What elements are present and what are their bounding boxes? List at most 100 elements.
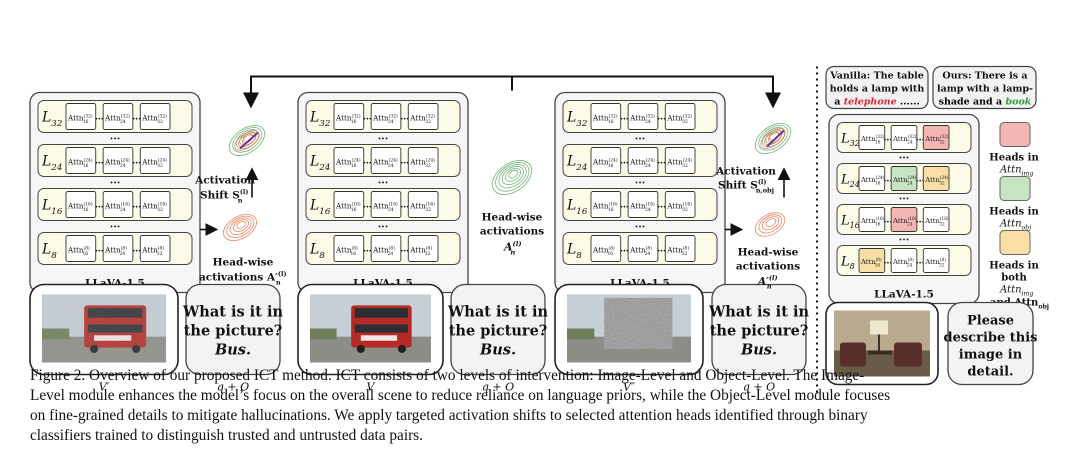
panel1-source-contours-ring: [223, 213, 257, 242]
panel2-layer-label: L32: [309, 110, 331, 129]
panel3-question-line-1: What is it in: [708, 304, 809, 321]
panel1-activations-label: activations A′(l)n: [199, 270, 287, 286]
panel3-head-ellipsis: …: [620, 201, 629, 211]
panel3-image-mask-noise: [604, 297, 673, 349]
panel2-head-ellipsis: …: [363, 113, 372, 123]
comparison-head-box: [858, 125, 886, 150]
comparison-head-label: Attn(24)16: [860, 175, 885, 185]
panel2-image-bus-wheel: [356, 344, 365, 353]
panel3-layer-label: L32: [566, 110, 588, 129]
panel2-head-box: [370, 191, 402, 218]
panel2-head-box: [407, 191, 439, 218]
panel2-head-ellipsis: …: [400, 113, 409, 123]
panel1-head-box: [65, 103, 97, 130]
panel3-activation-symbol: A′(l)n: [757, 274, 778, 290]
ours-line-1: Ours: There is a: [942, 71, 1027, 82]
panel3-activations-label: activations: [736, 261, 800, 273]
panel1-head-ellipsis: …: [132, 157, 141, 167]
panel3-head-box: [590, 103, 622, 130]
comparison-head-box: [922, 166, 950, 191]
panel1-layer-ellipsis: •••: [110, 180, 121, 187]
comparison-head-box: [890, 248, 918, 273]
comparison-head-ellipsis: …: [883, 216, 892, 226]
panel1-head-box: [139, 235, 171, 262]
panel1-image-label: V′: [99, 381, 110, 394]
panel1-model-stack: L32Attn(32)16…Attn(32)24…Attn(32)32•••L2…: [29, 91, 201, 294]
panel2-head-label: Attn(16)16: [335, 200, 361, 213]
comparison-head-ellipsis: …: [916, 134, 925, 144]
panel3-source-contours-ring: [758, 214, 783, 234]
panel1-head-ellipsis: …: [132, 245, 141, 255]
panel3-question-frame: [711, 283, 807, 376]
ours-box: [932, 65, 1037, 110]
panel2-head-ellipsis: …: [400, 245, 409, 255]
panel3-image-trees: [567, 328, 595, 340]
vanilla-box: [825, 65, 929, 110]
panel2-head-box: [333, 147, 365, 174]
panel1-layer-label: L32: [41, 110, 63, 129]
panel3-head-ellipsis: …: [620, 157, 629, 167]
panel3-head-ellipsis: …: [657, 245, 666, 255]
panel3-head-box: [664, 147, 696, 174]
panel2-head-box: [370, 235, 402, 262]
caption-line-2: Level module enhances the model’s focus …: [30, 387, 891, 404]
panel2-answer: Bus.: [479, 342, 516, 359]
comparison-model-label: LLaVA-1.5: [874, 289, 934, 301]
panel3-answer: Bus.: [740, 342, 777, 359]
panel3-head-box: [664, 191, 696, 218]
panel3-head-ellipsis: …: [620, 113, 629, 123]
panel1-head-label: Attn(32)16: [67, 112, 93, 125]
panel2-head-label: Attn(32)24: [372, 112, 398, 125]
panel2-layer-label: L8: [309, 242, 325, 261]
panel1-layer-label: L16: [41, 198, 63, 217]
legend-attn-3: Attnimg: [999, 285, 1033, 298]
panel1-head-box: [65, 147, 97, 174]
comparison-head-box: [922, 207, 950, 232]
panel3-head-label: Attn(16)24: [629, 200, 655, 213]
comparison-head-ellipsis: …: [883, 257, 892, 267]
panel2-head-label: Attn(24)24: [372, 156, 398, 169]
panel2-contours-ring: [501, 165, 524, 186]
panel2-head-box: [407, 235, 439, 262]
panel1-head-box: [102, 235, 134, 262]
panel1-head-label: Attn(8)24: [104, 244, 127, 257]
comparison-head-label: Attn(32)24: [892, 134, 917, 144]
panel1-source-contours: [223, 213, 257, 242]
panel1-head-box: [102, 147, 134, 174]
panel2-layer-ellipsis: •••: [378, 180, 389, 187]
panel1-source-contours-ring: [226, 215, 255, 238]
comparison-head-box: [858, 166, 886, 191]
comparison-model-stack: L32Attn(32)16…Attn(32)24…Attn(32)32•••L2…: [828, 113, 980, 305]
vanilla-line-1: Vanilla: The table: [829, 71, 924, 82]
panel3-layer-label: L8: [566, 242, 582, 261]
panel2-head-label: Attn(8)32: [409, 244, 432, 257]
panel1-head-label: Attn(16)16: [67, 200, 93, 213]
panel3-shift-label: Shift S(l)n,obj: [718, 178, 774, 194]
comparison-layer-ellipsis: •••: [899, 155, 910, 162]
panel2-head-label: Attn(16)24: [372, 200, 398, 213]
panel3-target-contours: [754, 122, 792, 155]
panel3-head-label: Attn(24)24: [629, 156, 655, 169]
panel1-head-label: Attn(32)24: [104, 112, 130, 125]
legend-swatch-2: [999, 176, 1031, 201]
comparison-head-ellipsis: …: [916, 175, 925, 185]
panel1-head-label: Attn(32)32: [141, 112, 167, 125]
panel1-head-box: [102, 191, 134, 218]
panel1-head-label: Attn(24)16: [67, 156, 93, 169]
panel2-contours: [491, 160, 533, 195]
panel3-layer-ellipsis: •••: [635, 180, 646, 187]
comparison-head-label: Attn(32)32: [924, 134, 949, 144]
caption-line-4: classifiers trained to distinguish trust…: [30, 427, 423, 444]
prompt-line-3: image in: [959, 348, 1023, 363]
panel3-head-box: [627, 103, 659, 130]
comparison-layer-label: L32: [840, 131, 860, 148]
panel1-question-line-2: the picture?: [184, 323, 283, 340]
panel1-head-label: Attn(24)24: [104, 156, 130, 169]
prompt-line-4: detail.: [967, 365, 1013, 380]
prompt-line-1: Please: [967, 314, 1014, 329]
ours-line-3: shade and a book: [939, 97, 1032, 108]
panel2-head-ellipsis: …: [363, 201, 372, 211]
legend-title-1: Heads in: [989, 153, 1039, 164]
comparison-layer-ellipsis: •••: [899, 196, 910, 203]
panel3-layer-label: L24: [566, 154, 587, 173]
